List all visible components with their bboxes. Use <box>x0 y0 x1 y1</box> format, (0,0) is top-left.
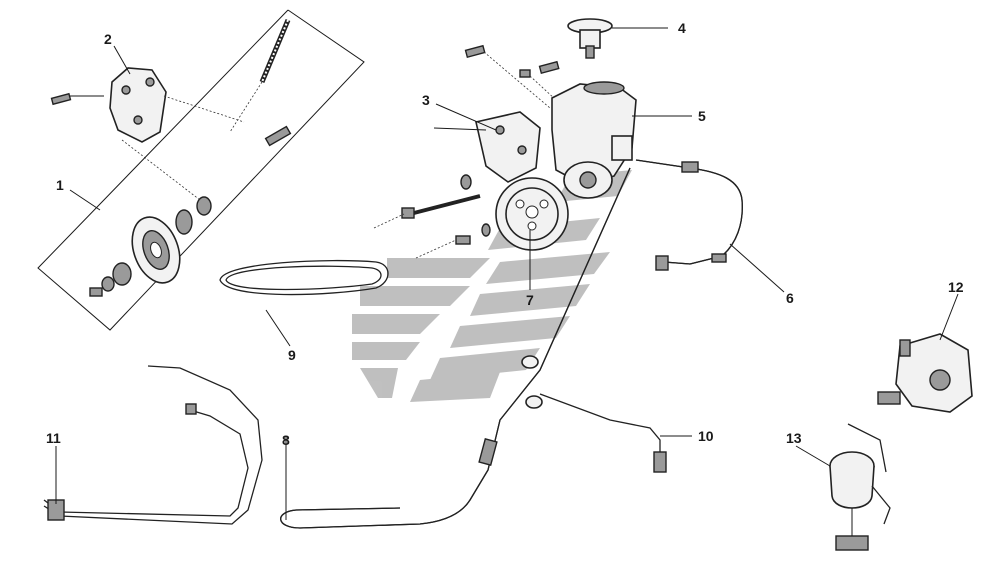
callout-6: 6 <box>786 290 794 306</box>
assembly-line-2 <box>163 95 245 123</box>
pulley-1 <box>131 216 181 284</box>
part-bracket-2 <box>109 67 167 143</box>
long-stud <box>229 19 292 147</box>
callout-5: 5 <box>698 108 706 124</box>
assembly-line-1 <box>121 139 201 201</box>
group-1-outline <box>37 9 365 331</box>
bolt-left <box>50 92 104 106</box>
callout-7: 7 <box>526 292 534 308</box>
callout-11: 11 <box>46 430 61 446</box>
callout-10: 10 <box>698 428 714 444</box>
part-pipe-11 <box>43 365 263 525</box>
part-pulley-7 <box>495 177 569 251</box>
callout-12: 12 <box>948 279 964 295</box>
callout-9: 9 <box>288 347 296 363</box>
callout-4: 4 <box>678 20 686 36</box>
callout-1: 1 <box>56 177 64 193</box>
part-hose-6 <box>635 159 743 271</box>
part-reservoir-13 <box>829 423 891 551</box>
part-pump-reservoir-5 <box>551 81 637 199</box>
part-cap-4 <box>567 18 613 59</box>
callout-13: 13 <box>786 430 802 446</box>
bearing-parts <box>89 196 212 297</box>
part-bracket-3 <box>475 111 541 183</box>
callout-2: 2 <box>104 31 112 47</box>
part-hose-8 <box>280 167 631 529</box>
part-pump-12 <box>877 333 973 413</box>
callout-labels: 2 1 3 4 5 6 7 8 9 10 11 12 13 <box>46 20 964 448</box>
callout-8: 8 <box>282 432 290 448</box>
pump-bolts <box>373 174 491 259</box>
part-pipe-10 <box>539 393 667 473</box>
leader-lines <box>55 27 959 520</box>
part-belt-9 <box>219 259 389 296</box>
watermark-logo <box>352 170 632 402</box>
callout-3: 3 <box>422 92 430 108</box>
small-bolts-top <box>464 44 560 109</box>
